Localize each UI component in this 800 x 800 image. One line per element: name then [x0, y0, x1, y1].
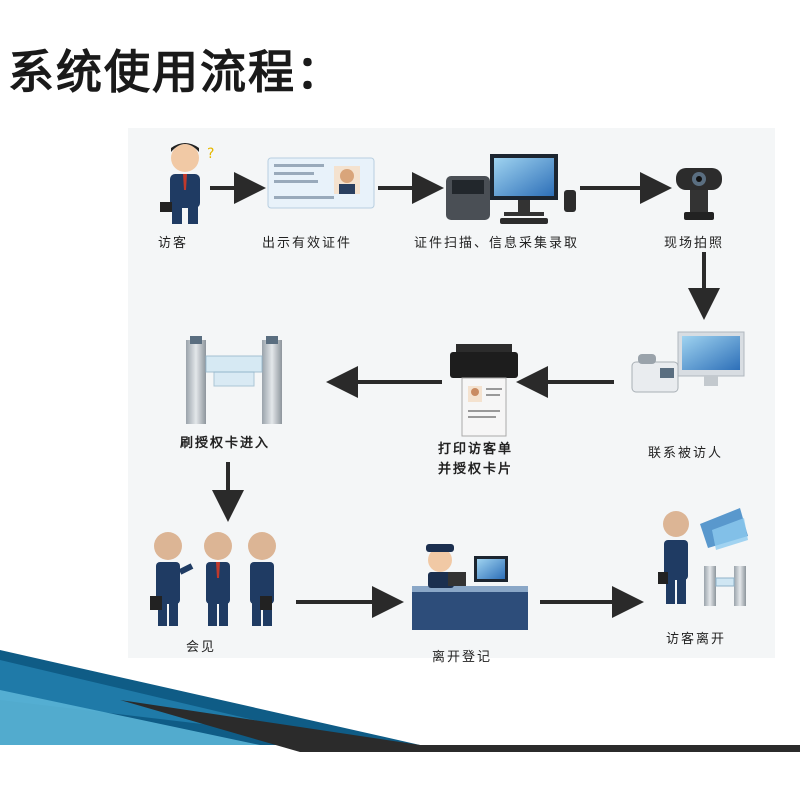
label-show-id: 出示有效证件 — [262, 236, 353, 251]
label-scan: 证件扫描、信息采集录取 — [414, 236, 580, 251]
svg-text:?: ? — [207, 146, 214, 162]
meeting-people-icon — [150, 532, 276, 626]
phone-computer-icon — [631, 331, 745, 393]
label-meet: 会见 — [186, 640, 217, 655]
label-swipe: 刷授权卡进入 — [180, 436, 271, 451]
reception-desk-icon — [412, 544, 528, 630]
label-visitor: 访客 — [158, 236, 189, 251]
printer-icon — [450, 344, 518, 437]
visitor-figure: ? — [160, 143, 214, 224]
page-title: 系统使用流程： — [8, 45, 344, 99]
label-print-line2: 并授权卡片 — [438, 462, 514, 477]
label-leave: 访客离开 — [666, 632, 727, 647]
webcam-icon — [676, 168, 722, 220]
label-contact: 联系被访人 — [648, 446, 724, 461]
label-print-line1: 打印访客单 — [438, 442, 514, 457]
scanner-computer-icon — [446, 154, 576, 224]
visitor-leaving-icon — [658, 508, 748, 606]
id-card-icon — [267, 157, 375, 209]
label-checkout: 离开登记 — [432, 650, 493, 665]
label-photo: 现场拍照 — [664, 236, 725, 251]
turnstile-gate-icon — [186, 336, 282, 424]
flow-arrows — [210, 172, 720, 618]
